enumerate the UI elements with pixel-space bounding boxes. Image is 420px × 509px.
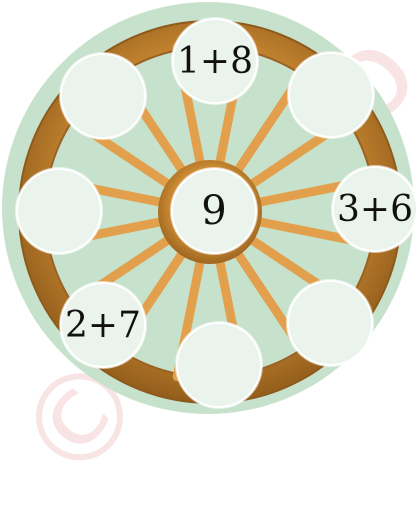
slot-bottom[interactable] bbox=[176, 322, 262, 408]
slot-top-right[interactable] bbox=[288, 52, 374, 138]
slot-left[interactable] bbox=[16, 168, 102, 254]
slot-right[interactable]: 3+6 bbox=[332, 166, 418, 252]
slot-bottom-left[interactable]: 2+7 bbox=[60, 282, 146, 368]
center-number: 9 bbox=[171, 168, 257, 254]
slot-top-left[interactable] bbox=[60, 53, 146, 139]
slot-right-text: 3+6 bbox=[337, 189, 413, 230]
slot-top[interactable]: 1+8 bbox=[172, 18, 258, 104]
slot-bottom-right[interactable] bbox=[287, 280, 373, 366]
slot-top-text: 1+8 bbox=[177, 41, 253, 82]
center-number-text: 9 bbox=[201, 188, 226, 234]
slot-bottom-left-text: 2+7 bbox=[65, 305, 141, 346]
